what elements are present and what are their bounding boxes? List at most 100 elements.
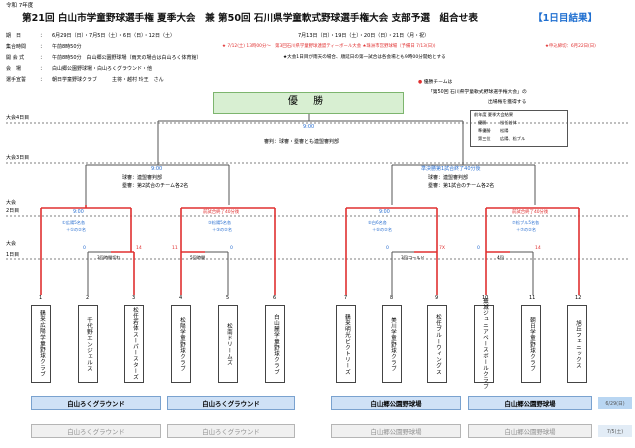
r1-score-right: 14 (535, 246, 541, 251)
qf2-time: 前試合終了40分後 (203, 210, 240, 215)
qf3-note1: ⑤白6名各 (368, 220, 387, 225)
info-value-venue: 白山郷公園野球場・白山ろくグラウンド・他 (52, 66, 153, 72)
r1-score-left: 11 (172, 246, 178, 251)
qf3-note2: ＋⑤の②名 (372, 227, 393, 232)
qf3-time: 9:00 (379, 210, 390, 215)
venue-bar: 白山ろくグラウンド (31, 396, 161, 410)
qf2-note1: ③松陽5名各 (208, 220, 232, 225)
team-box-6: 白山麓学童野球クラブ (265, 305, 285, 383)
champion-note-1: ● 優勝チームは (418, 80, 453, 85)
info-value-date: 6月29日（日）・7月5日（土）・6日（日）・12日（土） (52, 33, 175, 39)
venue-date-2: 7/5(土) (598, 425, 632, 437)
r1-note: 3回時間切れ (97, 255, 121, 260)
venue-date-1: 6/29(日) (598, 397, 632, 409)
info-label-ceremony: 開 会 式 (6, 55, 25, 61)
prev-winners-box (470, 110, 568, 147)
team-box-12: 旭丘フェニックス (567, 305, 587, 383)
team-name: 蕪城ジュニアベースボールクラブ (481, 298, 488, 390)
r1-score-left: 0 (386, 246, 389, 251)
qf4-note2: ＋⑦の②名 (516, 227, 537, 232)
info-colon: ： (40, 66, 46, 72)
team-box-10: 蕪城ジュニアベースボールクラブ (474, 298, 494, 390)
venue-bar: 白山郷公園野球場 (331, 396, 461, 410)
info-label-date: 期 日 (6, 33, 22, 39)
team-name: 鶴来広陽学童野球クラブ (38, 310, 45, 378)
r1-note: 3回コールド (401, 255, 425, 260)
r1-score-left: 0 (83, 246, 86, 251)
champion-note-2: 「第50回 石川県学童軟式野球選手権大会」の (428, 90, 527, 95)
team-box-11: 朝日学童野球クラブ (521, 305, 541, 383)
round-label-day4: 大会4日目 (6, 115, 30, 121)
champion-label: 優 勝 (287, 96, 330, 107)
team-number: 7 (344, 295, 348, 301)
r1-score-left: 0 (477, 246, 480, 251)
prev-winner-rank: 優勝 (478, 120, 487, 125)
info-tball-note: ★ 7/12(土) 13時00分〜 第3回石川県学童野球連盟ティーボール大会 ★… (222, 44, 436, 49)
info-colon: ： (40, 77, 46, 83)
team-number: 10 (482, 295, 489, 301)
venue-bar: 白山郷公園野球場 (468, 396, 592, 410)
team-name: 美川学童野球クラブ (389, 316, 396, 372)
team-box-8: 美川学童野球クラブ (382, 305, 402, 383)
venue-bar: 白山郷公園野球場 (331, 424, 461, 438)
r1-score-right: 7X (439, 246, 446, 251)
round-label-day1a: 大会 (6, 241, 17, 247)
r1-note: 4回 (497, 255, 504, 260)
semi-left-time: 9:00 (151, 166, 163, 172)
info-label-time: 集合時間 (6, 44, 27, 50)
team-number: 12 (575, 295, 582, 301)
r1-score-right: 0 (230, 246, 233, 251)
info-rain-note: ★大会1日目が雨天の場合、順延日の第一試合は各会場とも9時00分開始とする (283, 55, 446, 60)
team-number: 9 (435, 295, 439, 301)
semi-right-time: 準決勝第1試合終了40分後 (421, 166, 481, 172)
team-name: 鶴来明光ビクトリーズ (343, 313, 350, 375)
team-number: 3 (132, 295, 136, 301)
qf4-note1: ⑦松ブル5名各 (512, 220, 540, 225)
team-name: 千代野エンジェルス (85, 316, 92, 372)
prev-winner-team: 松陽 (500, 128, 509, 133)
qf1-time: 9:00 (73, 210, 84, 215)
venue-bar: 白山ろくグラウンド (167, 396, 295, 410)
final-time: 9:00 (303, 124, 315, 130)
team-box-7: 鶴来明光ビクトリーズ (336, 305, 356, 383)
round-label-day1b: 1日目 (6, 252, 20, 258)
prev-winner-rank: 第三位 (478, 136, 491, 141)
venue-bar: 白山ろくグラウンド (31, 424, 161, 438)
info-dates-continued: 7月13日（日）・19日（土）・20日（日）・21日（月・祝） (298, 33, 430, 39)
team-number: 11 (529, 295, 536, 301)
info-label-oath: 選手宣誓 (6, 77, 27, 83)
team-number: 5 (226, 295, 230, 301)
round-label-day2b: 2日目 (6, 208, 20, 214)
qf4-time: 前試合終了40分後 (512, 210, 549, 215)
qf1-note2: ＋①の②名 (66, 227, 87, 232)
bracket-qf-lines (40, 205, 580, 295)
champion-box (213, 92, 404, 114)
team-name: 白山麓学童野球クラブ (272, 313, 279, 375)
info-deadline: ★申込締切：6月22日(日) (545, 44, 596, 49)
team-number: 2 (86, 295, 90, 301)
team-name: 旭丘フェニックス (574, 319, 581, 369)
prev-winners-title: 前年度 夏季大会結果 (474, 112, 514, 117)
bracket-winner-lines (111, 251, 510, 295)
qf2-note2: ＋③の②名 (212, 227, 233, 232)
r1-note: 5回時間 (190, 255, 206, 260)
page-title: 第21回 白山市学童野球選手権 夏季大会 兼 第50回 石川県学童軟式野球選手権… (22, 13, 478, 24)
round-label-day2a: 大会 (6, 200, 17, 206)
info-value-ceremony: 午前8時50分 白山郷公園野球場（雨天の場合は白山ろく体育館） (52, 55, 202, 61)
prev-winner-team: 広陽、松ブル (500, 136, 526, 141)
era-label: 令和 7年度 (6, 3, 34, 9)
team-name: 松陽学童野球クラブ (178, 316, 185, 372)
info-colon: ： (40, 44, 46, 50)
team-box-5: 松南ドリームズ (218, 305, 238, 383)
venue-bar: 白山郷公園野球場 (468, 424, 592, 438)
team-number: 4 (179, 295, 183, 301)
team-name: 松任ブルーウィングス (434, 313, 441, 375)
r1-score-right: 14 (136, 246, 142, 251)
team-name: 松南ドリームズ (225, 322, 232, 366)
semi-left-umpire1: 球審：連盟審判部 (122, 175, 163, 181)
info-colon: ： (40, 55, 46, 61)
semi-left-umpire2: 塁審：第2試合のチーム各2名 (122, 183, 189, 189)
info-colon: ： (40, 33, 46, 39)
final-umpire: 審判：球審・塁審とも連盟審判部 (264, 139, 340, 145)
